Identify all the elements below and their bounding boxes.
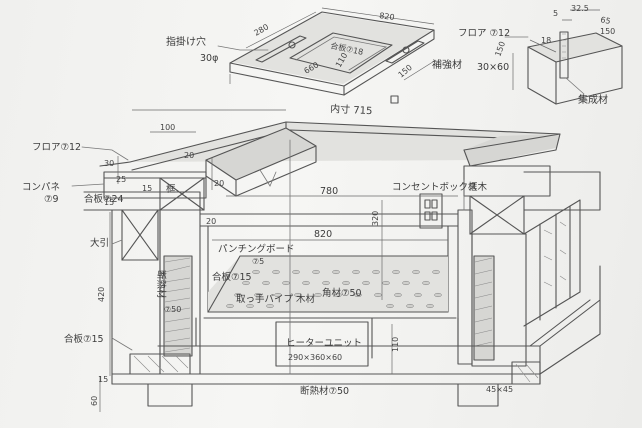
dim-15-a: 15: [142, 184, 152, 193]
pipe-label: 取っ手パイプ 木材: [236, 293, 316, 305]
dim-820: 820: [314, 229, 332, 240]
corner-floor-label: フロア ⑦12: [458, 28, 510, 39]
outlet-box-label: コンセントボックス: [392, 182, 477, 193]
plywood-15-b-label: 合板⑦15: [64, 333, 104, 345]
corner-size-top: 32.5: [571, 4, 589, 13]
insulation-thickness: ⑦50: [164, 305, 181, 314]
big-beam-label: 大引: [90, 237, 109, 249]
corner-size-small: 5: [553, 9, 558, 18]
corner-size-150: 150: [600, 27, 615, 36]
corner-reinforce-size: 30×60: [477, 62, 509, 73]
dim-110: 110: [391, 337, 400, 352]
punching-board-label: パンチングボード: [218, 243, 294, 255]
corner-reinforce-label: 補強材: [432, 58, 462, 71]
heater-unit-label: ヒーターユニット: [286, 338, 362, 349]
dim-20-c: 20: [206, 217, 216, 226]
corner-detail: [512, 9, 623, 105]
dim-420: 420: [97, 287, 106, 302]
heater-unit-size: 290×360×60: [288, 353, 342, 362]
dim-60: 60: [90, 396, 99, 406]
lid-width-dim: 820: [379, 11, 395, 22]
dim-20-a: 20: [184, 151, 194, 160]
floor-label: フロア⑦12: [32, 142, 81, 153]
bottom-size-label: 45×45: [486, 385, 513, 394]
plywood-24-label: 合板⑦24: [84, 193, 124, 205]
insulation-bottom-label: 断熱材⑦50: [300, 385, 349, 397]
corner-size-left: 150: [493, 40, 507, 57]
insulation-label: 断熱材: [155, 270, 167, 299]
dim-30: 30: [104, 159, 114, 168]
dim-25: 25: [116, 175, 126, 184]
dim-15-bottom: 15: [98, 375, 108, 384]
lid-depth-dim: 280: [253, 22, 271, 37]
finger-hole-label: 指掛け穴: [166, 35, 206, 48]
dim-100: 100: [160, 123, 175, 132]
dim-320: 320: [371, 211, 380, 226]
frame-label-left: 框: [166, 183, 176, 195]
punching-holes: [226, 269, 442, 309]
main-section: [83, 109, 601, 412]
corner-size-right: 65: [600, 15, 612, 26]
conpane-label: コンパネ: [22, 182, 60, 193]
conpane-thickness: ⑦9: [44, 194, 59, 205]
plywood-15-label: 合板⑦15: [212, 271, 252, 283]
lid-isometric: [229, 7, 437, 104]
finger-hole-size: 30φ: [200, 53, 218, 64]
dim-780: 780: [320, 186, 338, 197]
punching-thickness: ⑦5: [252, 257, 264, 266]
corner-pipe-label: 集成材: [578, 93, 608, 106]
dim-15-b: 15: [104, 198, 114, 207]
lid-side-dim: 150: [397, 63, 414, 80]
corner-size-mid: 18: [541, 36, 551, 45]
inner-dim-label: 内寸 715: [330, 102, 373, 117]
frame-label-right: 框木: [468, 181, 488, 193]
slat-label: 角材⑦50: [322, 287, 362, 299]
dim-20-b: 20: [214, 179, 224, 188]
